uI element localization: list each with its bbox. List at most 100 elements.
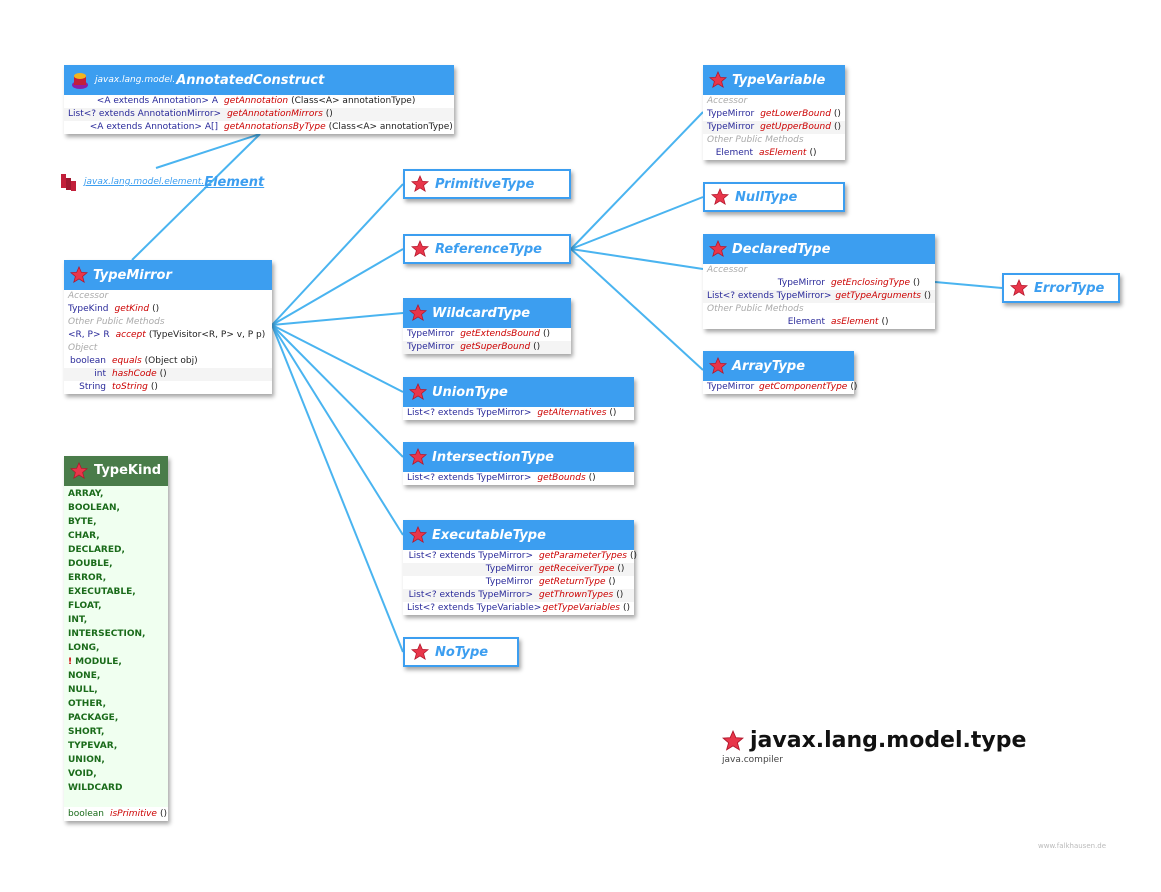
type-kind-value-text: EXECUTABLE, (68, 587, 136, 597)
type-mirror-title: TypeMirror (93, 267, 172, 283)
method-row[interactable]: List<? extends AnnotationMirror>getAnnot… (64, 108, 454, 121)
type-kind-value: NULL, (64, 683, 168, 697)
method-params: () (325, 109, 333, 119)
annotated-construct-package: javax.lang.model. (95, 74, 176, 85)
method-return-type: <A extends Annotation> A (96, 96, 218, 106)
package-label: javax.lang.model.type java.compiler (722, 728, 1026, 765)
method-row[interactable]: List<? extends TypeMirror>getBounds() (403, 472, 634, 485)
null-type-title: NullType (735, 189, 798, 205)
type-kind-value-text: WILDCARD (68, 783, 123, 793)
type-kind-value: ARRAY, (64, 487, 168, 501)
annotated-construct-box[interactable]: javax.lang.model. AnnotatedConstruct <A … (64, 65, 454, 134)
star-icon (411, 175, 429, 193)
executable-type-box[interactable]: ExecutableType List<? extends TypeMirror… (403, 520, 637, 615)
method-params: () (833, 109, 841, 119)
section-label: Other Public Methods (707, 304, 804, 314)
type-kind-value: DOUBLE, (64, 557, 168, 571)
element-link-package: javax.lang.model.element. (84, 177, 205, 187)
line-typemirror-primitive (271, 183, 404, 326)
method-params: () (617, 564, 625, 574)
method-row[interactable]: List<? extends TypeVariable>getTypeVaria… (403, 602, 634, 615)
type-kind-method-row[interactable]: boolean isPrimitive () (64, 807, 168, 821)
error-type-box[interactable]: ErrorType (1002, 273, 1120, 303)
section-label: Accessor (68, 291, 109, 301)
method-name: getAnnotationsByType (224, 122, 326, 132)
method-row[interactable]: List<? extends TypeMirror>getTypeArgumen… (703, 290, 935, 303)
union-type-box[interactable]: UnionType List<? extends TypeMirror> getA… (403, 377, 634, 420)
type-kind-title: TypeKind (94, 463, 162, 478)
method-return-type: TypeMirror (407, 329, 455, 339)
method-name: accept (115, 330, 146, 340)
intersection-type-box[interactable]: IntersectionType List<? extends TypeMirr… (403, 442, 634, 485)
method-return-type: List<? extends TypeMirror> (407, 408, 532, 418)
type-kind-value-text: INTERSECTION, (68, 629, 146, 639)
type-kind-value-text: NONE, (68, 671, 101, 681)
method-name: getTypeVariables (542, 603, 620, 613)
star-icon (70, 266, 88, 284)
method-row[interactable]: List<? extends TypeMirror>getParameterTy… (403, 550, 637, 563)
method-params: () (622, 603, 630, 613)
method-row[interactable]: List<? extends TypeMirror>getThrownTypes… (403, 589, 634, 602)
primitive-type-box[interactable]: PrimitiveType (403, 169, 571, 199)
method-return-type: TypeMirror (407, 342, 455, 352)
no-type-box[interactable]: NoType (403, 637, 519, 667)
type-kind-value-text: CHAR, (68, 531, 100, 541)
null-type-box[interactable]: NullType (703, 182, 845, 212)
method-return-type: List<? extends TypeVariable> (407, 603, 542, 613)
method-return-type: List<? extends TypeMirror> (408, 590, 533, 600)
reference-type-box[interactable]: ReferenceType (403, 234, 571, 264)
method-row[interactable]: List<? extends TypeMirror> getAlternative… (403, 407, 634, 420)
annotated-construct-header: javax.lang.model. AnnotatedConstruct (64, 65, 454, 95)
method-params: () (833, 122, 841, 132)
method-return-type: List<? extends AnnotationMirror> (68, 109, 222, 119)
method-params: (Object obj) (144, 356, 198, 366)
method-params: () (159, 369, 167, 379)
method-name: getAnnotation (224, 96, 289, 106)
method-params: () (159, 809, 167, 819)
type-kind-value-text: DOUBLE, (68, 559, 113, 569)
method-name: getAlternatives (537, 408, 607, 418)
line-typemirror-annotated (131, 133, 261, 261)
section-label: Accessor (707, 96, 748, 106)
no-type-title: NoType (435, 644, 489, 660)
annotated-construct-title: AnnotatedConstruct (176, 72, 325, 88)
method-row[interactable]: <A extends Annotation> A[]getAnnotations… (64, 121, 454, 134)
type-kind-value-text: TYPEVAR, (68, 741, 118, 751)
method-name: asElement (759, 148, 807, 158)
element-link[interactable]: javax.lang.model.element.Element (60, 172, 264, 192)
method-return-type: <R, P> R (68, 330, 110, 340)
type-kind-value: LONG, (64, 641, 168, 655)
method-name: getBounds (537, 473, 586, 483)
union-type-header: UnionType (403, 377, 634, 407)
star-icon (409, 448, 427, 466)
type-kind-value-text: SHORT, (68, 727, 105, 737)
method-return-type: TypeMirror (707, 122, 755, 132)
method-name: getExtendsBound (460, 329, 540, 339)
method-return-type: TypeMirror (707, 109, 755, 119)
type-kind-value: BOOLEAN, (64, 501, 168, 515)
type-kind-value: OTHER, (64, 697, 168, 711)
type-kind-value-text: PACKAGE, (68, 713, 119, 723)
type-kind-box[interactable]: TypeKind ARRAY,BOOLEAN,BYTE,CHAR,DECLARE… (64, 456, 168, 821)
